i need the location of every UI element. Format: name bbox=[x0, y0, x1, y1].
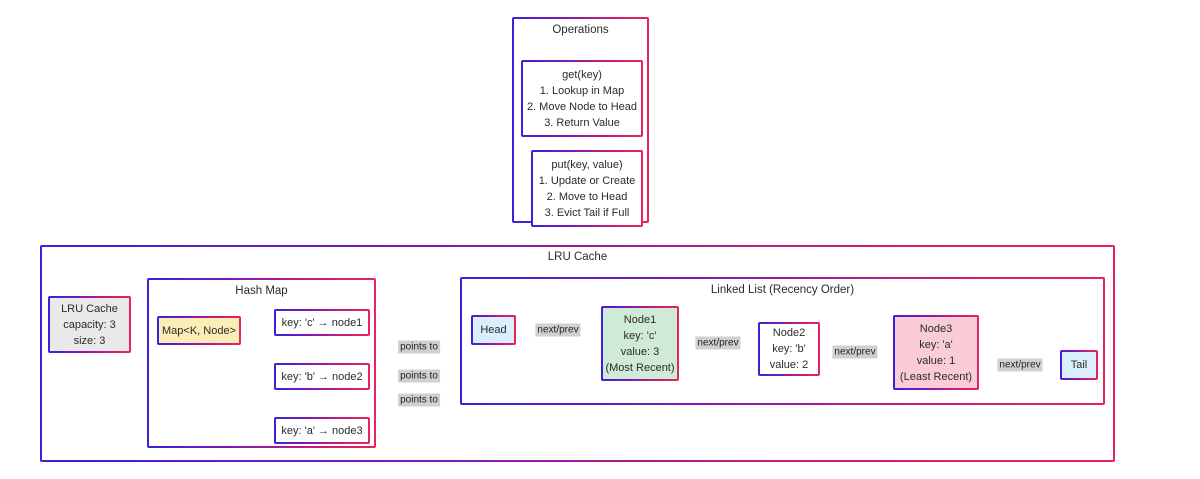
node-3-note: (Least Recent) bbox=[899, 370, 973, 383]
edge-label-points-to-2: points to bbox=[398, 369, 440, 383]
edge-label-points-to-1: points to bbox=[398, 340, 440, 354]
linked-list-head-label: Head bbox=[480, 324, 507, 336]
node-1-name: Node1 bbox=[623, 313, 657, 326]
node-1-key: key: 'c' bbox=[623, 329, 657, 342]
linked-list-head-box: Head bbox=[471, 315, 516, 345]
node-3-value: value: 1 bbox=[916, 354, 956, 367]
hash-map-container: Hash Map bbox=[147, 278, 376, 448]
hash-map-entry-2-label: key: 'b' → node2 bbox=[281, 370, 363, 383]
hash-map-entry-1: key: 'c' → node1 bbox=[274, 309, 370, 336]
linked-list-tail-box: Tail bbox=[1060, 350, 1098, 380]
hash-map-entry-2: key: 'b' → node2 bbox=[274, 363, 370, 390]
node-2-key: key: 'b' bbox=[772, 343, 806, 355]
node-1-note: (Most Recent) bbox=[605, 361, 675, 374]
linked-list-node-1: Node1 key: 'c' value: 3 (Most Recent) bbox=[601, 306, 679, 381]
operation-get-header: get(key) bbox=[562, 68, 602, 81]
edge-label-node2-node3: next/prev bbox=[832, 345, 878, 359]
edge-label-points-to-3: points to bbox=[398, 393, 440, 407]
linked-list-node-3: Node3 key: 'a' value: 1 (Least Recent) bbox=[893, 315, 979, 390]
node-3-name: Node3 bbox=[919, 322, 953, 335]
lru-cache-title: LRU Cache bbox=[547, 251, 608, 263]
operations-title: Operations bbox=[552, 24, 609, 36]
edge-label-head-node1: next/prev bbox=[535, 323, 581, 337]
operation-get-step-3: 3. Return Value bbox=[544, 116, 620, 129]
node-3-key: key: 'a' bbox=[919, 338, 953, 351]
node-2-name: Node2 bbox=[772, 327, 806, 339]
operations-panel: Operations get(key) 1. Lookup in Map 2. … bbox=[512, 17, 649, 225]
linked-list-node-2: Node2 key: 'b' value: 2 bbox=[758, 322, 820, 376]
linked-list-title: Linked List (Recency Order) bbox=[710, 284, 855, 296]
lru-cache-stats-name: LRU Cache bbox=[61, 302, 118, 315]
hash-map-entry-1-label: key: 'c' → node1 bbox=[281, 316, 363, 329]
operation-put-header: put(key, value) bbox=[551, 158, 623, 171]
edge-label-node1-node2: next/prev bbox=[695, 336, 741, 350]
lru-cache-stats-box: LRU Cache capacity: 3 size: 3 bbox=[48, 296, 131, 353]
lru-cache-capacity: capacity: 3 bbox=[63, 318, 116, 331]
node-1-value: value: 3 bbox=[620, 345, 660, 358]
node-2-value: value: 2 bbox=[769, 359, 809, 371]
hash-map-structure-box: Map<K, Node> bbox=[157, 316, 241, 345]
operation-put-step-3: 3. Evict Tail if Full bbox=[544, 206, 630, 219]
hash-map-title: Hash Map bbox=[235, 285, 288, 297]
operation-get-box: get(key) 1. Lookup in Map 2. Move Node t… bbox=[521, 60, 643, 137]
operation-put-step-2: 2. Move to Head bbox=[546, 190, 628, 203]
linked-list-tail-label: Tail bbox=[1070, 359, 1088, 371]
edge-label-node3-tail: next/prev bbox=[997, 358, 1043, 372]
hash-map-structure-label: Map<K, Node> bbox=[162, 324, 236, 337]
operation-get-step-2: 2. Move Node to Head bbox=[526, 100, 638, 113]
hash-map-entry-3-label: key: 'a' → node3 bbox=[281, 424, 363, 437]
operation-put-step-1: 1. Update or Create bbox=[538, 174, 636, 187]
lru-cache-size: size: 3 bbox=[73, 334, 106, 347]
hash-map-entry-3: key: 'a' → node3 bbox=[274, 417, 370, 444]
operation-get-step-1: 1. Lookup in Map bbox=[539, 84, 625, 97]
operation-put-box: put(key, value) 1. Update or Create 2. M… bbox=[531, 150, 643, 227]
